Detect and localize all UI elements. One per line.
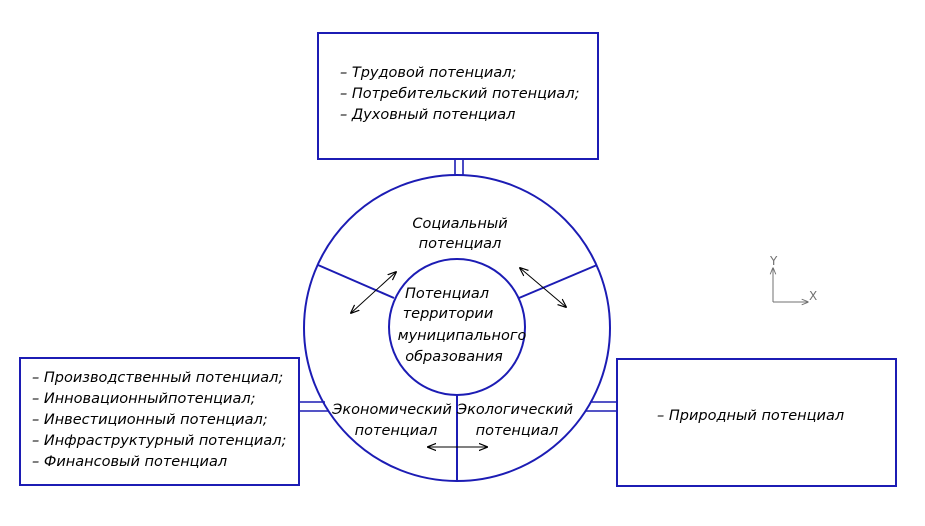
divider-left	[317, 264, 395, 299]
top-box-item: – Трудовой потенциал;	[340, 65, 516, 81]
economic-label: потенциал	[355, 423, 438, 439]
social-label: Социальный	[412, 216, 507, 232]
right-box	[616, 358, 897, 487]
ecological-label: Экологический	[456, 402, 573, 418]
left-box-item: – Финансовый потенциал	[32, 454, 227, 470]
left-box-item: – Инвестиционный потенциал;	[32, 412, 268, 428]
axis-x-label: X	[809, 289, 817, 303]
coordinate-axes-icon: Y X	[769, 254, 817, 303]
center-label: Потенциал	[405, 286, 489, 302]
axis-y-label: Y	[769, 254, 778, 268]
top-box-item: – Духовный потенциал	[340, 107, 515, 123]
left-box-item: – Производственный потенциал;	[32, 370, 283, 386]
center-label: муниципального	[398, 328, 527, 344]
arrow-right	[520, 268, 566, 307]
center-label: территории	[403, 306, 494, 322]
top-box-item: – Потребительский потенциал;	[340, 86, 579, 102]
center-label: образования	[405, 349, 503, 365]
social-label: потенциал	[419, 236, 502, 252]
top-box	[317, 32, 599, 160]
left-box-item: – Инфраструктурный потенциал;	[32, 433, 286, 449]
divider-right	[518, 264, 598, 299]
ecological-label: потенциал	[476, 423, 559, 439]
left-box-item: – Инновационныйпотенциал;	[32, 391, 256, 407]
arrow-left	[351, 272, 396, 313]
left-box	[19, 357, 300, 486]
right-box-item: – Природный потенциал	[657, 408, 844, 424]
inner-circle	[388, 258, 526, 396]
economic-label: Экономический	[331, 402, 452, 418]
